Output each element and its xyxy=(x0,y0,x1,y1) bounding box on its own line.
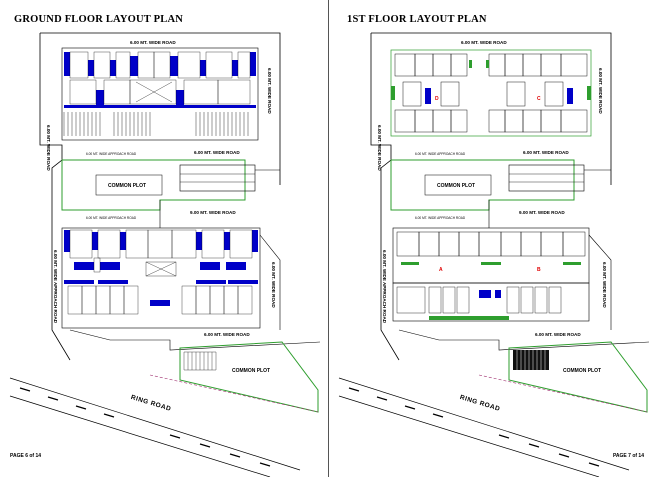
page-title: 1ST FLOOR LAYOUT PLAN xyxy=(347,14,487,25)
right-road-top-label: 6.00 MT. WIDE ROAD xyxy=(598,68,603,114)
approach-road-2-label: 6.00 MT. WIDE APPROACH ROAD xyxy=(415,216,466,220)
common-plot-bottom-label: COMMON PLOT xyxy=(563,368,602,374)
wing-label-c: C xyxy=(537,96,541,102)
common-plot-center-label: COMMON PLOT xyxy=(437,183,476,189)
first-floor-site-plan xyxy=(338,32,650,477)
common-plot-bottom-label: COMMON PLOT xyxy=(232,368,271,374)
top-road-label: 6.00 MT. WIDE ROAD xyxy=(461,40,507,45)
right-road-bottom-label: 6.00 MT. WIDE ROAD xyxy=(602,262,607,308)
left-road-label: 6.00 MT. WIDE ROAD xyxy=(377,125,382,171)
bottom-road-label: 6.00 MT. WIDE ROAD xyxy=(204,332,250,337)
left-approach-road-label: 6.00 MT. WIDE APPROACH ROAD xyxy=(382,250,387,324)
approach-road-1-label: 6.00 MT. WIDE APPROACH ROAD xyxy=(86,152,137,156)
right-road-top-label: 6.00 MT. WIDE ROAD xyxy=(267,68,272,114)
page-number: PAGE 6 of 14 xyxy=(10,453,42,459)
left-approach-road-label: 6.00 MT. WIDE APPROACH ROAD xyxy=(53,250,58,324)
top-road-label: 6.00 MT. WIDE ROAD xyxy=(130,40,176,45)
page-title: GROUND FLOOR LAYOUT PLAN xyxy=(14,14,184,25)
wing-label-a: A xyxy=(439,267,443,273)
left-road-label: 6.00 MT. WIDE ROAD xyxy=(46,125,51,171)
nine-road-label: 9.00 MT. WIDE ROAD xyxy=(519,210,565,215)
approach-road-2-label: 6.00 MT. WIDE APPROACH ROAD xyxy=(86,216,137,220)
wing-label-b: B xyxy=(537,267,541,273)
right-road-bottom-label: 6.00 MT. WIDE ROAD xyxy=(271,262,276,308)
bottom-road-label: 6.00 MT. WIDE ROAD xyxy=(535,332,581,337)
common-plot-center-label: COMMON PLOT xyxy=(108,183,147,189)
ground-floor-site-plan xyxy=(9,32,321,477)
middle-road-label: 6.00 MT. WIDE ROAD xyxy=(523,150,569,155)
first-floor-page: 1ST FLOOR LAYOUT PLAN xyxy=(329,0,654,477)
page-number: PAGE 7 of 14 xyxy=(612,453,644,459)
approach-road-1-label: 6.00 MT. WIDE APPROACH ROAD xyxy=(415,152,466,156)
middle-road-label: 6.00 MT. WIDE ROAD xyxy=(194,150,240,155)
wing-label-d: D xyxy=(435,96,439,102)
ground-floor-page: GROUND FLOOR LAYOUT PLAN xyxy=(9,0,329,477)
nine-road-label: 9.00 MT. WIDE ROAD xyxy=(190,210,236,215)
